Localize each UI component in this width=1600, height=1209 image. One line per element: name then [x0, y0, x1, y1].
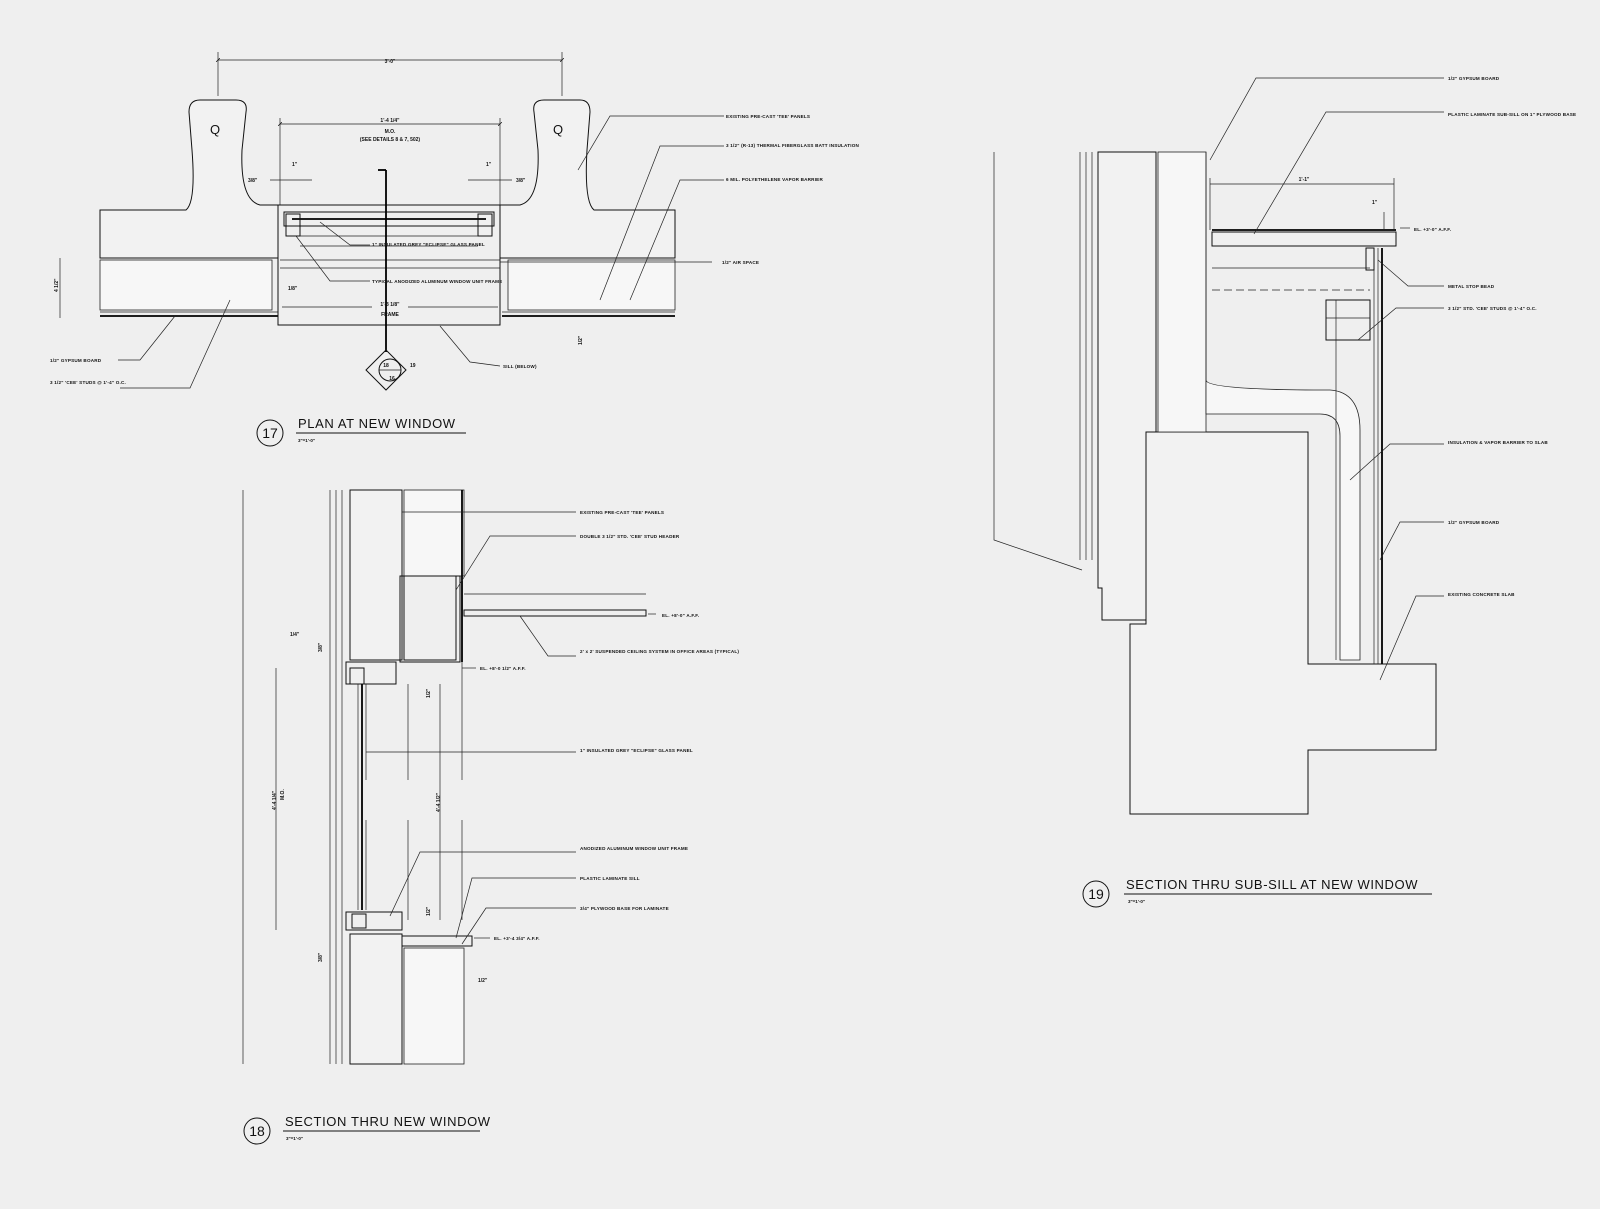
note-19-gypsum-top: 1/2" GYPSUM BOARD	[1448, 76, 1500, 81]
note-19-el: EL. +3'-0" A.F.F.	[1414, 227, 1451, 232]
note-precast-panels: EXISTING PRE-CAST 'TEE' PANELS	[726, 114, 810, 119]
dim-18-a: 1/4"	[290, 632, 300, 638]
detail-number-17: 17	[262, 425, 278, 441]
dim-19-b: 1"	[1372, 200, 1378, 206]
detail-scale-18: 3"=1'-0"	[286, 1136, 303, 1141]
section-marker: 18 19 16	[365, 349, 416, 391]
detail-title-18: SECTION THRU NEW WINDOW	[285, 1114, 491, 1129]
wall-insulation	[1157, 151, 1207, 433]
note-19-subsill: PLASTIC LAMINATE SUB-SILL ON 1" PLYWOOD …	[1448, 112, 1576, 117]
plastic-laminate-sill	[401, 935, 473, 947]
dim-18-b: 3/8"	[318, 642, 324, 652]
note-air-space: 1/2" AIR SPACE	[722, 260, 759, 265]
note-18-el-ceiling: EL. +8'-0" A.F.F.	[662, 613, 699, 618]
title-block-19: 19 SECTION THRU SUB-SILL AT NEW WINDOW 3…	[1082, 877, 1432, 908]
detail-title-17: PLAN AT NEW WINDOW	[298, 416, 456, 431]
batt-insulation-right	[507, 259, 676, 311]
note-19-studs: 3 1/2" STD. 'CEE' STUDS @ 1'-4" O.C.	[1448, 306, 1537, 311]
dim-side-b: 1"	[486, 162, 492, 168]
dim-frame: 1'-3 1/8"	[380, 302, 400, 308]
note-18-glass: 1" INSULATED GREY "ECLIPSE" GLASS PANEL	[580, 748, 693, 753]
note-cee-studs: 3 1/2" 'CEE' STUDS @ 1'-4" O.C.	[50, 380, 126, 385]
overall-dimension: 3'-0"	[218, 52, 562, 96]
suspended-ceiling	[463, 609, 647, 617]
marker-18: 18	[383, 363, 389, 369]
precast-panel-lower	[349, 933, 403, 1065]
stud-header	[403, 575, 457, 661]
dim-18-d: 4'-4 1/4"	[272, 790, 278, 810]
detail-number-19: 19	[1088, 886, 1104, 902]
note-19-slab: EXISTING CONCRETE SLAB	[1448, 592, 1515, 597]
dim-18-c: 1/2"	[426, 688, 432, 698]
note-19-stop-bead: METAL STOP BEAD	[1448, 284, 1495, 289]
note-18-precast: EXISTING PRE-CAST 'TEE' PANELS	[580, 510, 664, 515]
dim-reveal-b: 3/8"	[516, 178, 526, 184]
note-18-el-sill: EL. +3'-4 3/4" A.F.F.	[494, 936, 540, 941]
cee-stud	[1325, 299, 1371, 341]
window-sill-frame	[345, 911, 403, 931]
insulation-to-slab	[1205, 379, 1361, 661]
plastic-laminate-subsill	[1211, 231, 1397, 247]
dim-18-d-note: M.O.	[280, 789, 286, 800]
note-gypsum-board: 1/2" GYPSUM BOARD	[50, 358, 102, 363]
dim-opening-mo: M.O.	[385, 129, 396, 135]
note-18-header: DOUBLE 3 1/2" STD. 'CEE' STUD HEADER	[580, 534, 680, 539]
detail-18-section: 1/4" 3/8" 1/2" 4'-4 1/4" M.O. 4'-4 1/2" …	[242, 489, 739, 1145]
anchor-right: Q	[553, 122, 563, 137]
marker-19: 19	[410, 363, 416, 369]
metal-stop-bead	[1365, 247, 1375, 271]
dim-opening-ref: (SEE DETAILS 8 & 7, 502)	[360, 137, 421, 143]
insulation-lower	[403, 947, 465, 1065]
note-vapor-barrier: 6 MIL. POLYETHELENE VAPOR BARRIER	[726, 177, 823, 182]
dim-opening: 1'-4 1/4"	[380, 118, 400, 124]
dim-18-h: 1/2"	[478, 978, 488, 984]
note-window-frame: TYPICAL ANODIZED ALUMINUM WINDOW UNIT FR…	[372, 279, 502, 284]
note-19-gypsum-bottom: 1/2" GYPSUM BOARD	[1448, 520, 1500, 525]
note-18-laminate-sill: PLASTIC LAMINATE SILL	[580, 876, 640, 881]
detail-19-subsill: 1'-1" 1" 1/2" GYPSUM BOARD PLASTIC LAMIN…	[993, 76, 1576, 908]
note-18-ceiling: 2' x 2' SUSPENDED CEILING SYSTEM IN OFFI…	[580, 649, 739, 654]
existing-concrete-slab	[1129, 431, 1437, 815]
dim-18-e: 4'-4 1/2"	[436, 792, 442, 812]
detail-number-18: 18	[249, 1123, 265, 1139]
dim-small: 1/8"	[288, 286, 298, 292]
detail-scale-17: 3"=1'-0"	[298, 438, 315, 443]
note-19-insulation: INSULATION & VAPOR BARRIER TO SLAB	[1448, 440, 1548, 445]
note-glass-panel: 1" INSULATED GREY "ECLIPSE" GLASS PANEL	[372, 242, 485, 247]
precast-panel	[1097, 151, 1157, 621]
note-batt-insulation: 3 1/2" (R-13) THERMAL FIBERGLASS BATT IN…	[726, 143, 859, 148]
dim-side-a: 1"	[292, 162, 298, 168]
dim-19-a: 1'-1"	[1299, 177, 1310, 183]
note-18-el-head: EL. +8'-0 1/2" A.F.F.	[480, 666, 526, 671]
precast-tee-left	[99, 99, 279, 259]
window-head-frame	[345, 661, 397, 685]
anchor-left: Q	[210, 122, 220, 137]
note-sill-below: SILL (BELOW)	[503, 364, 537, 369]
detail-17-plan: 3'-0" 1'-4 1/4" M.O. (SEE DETAILS 8 & 7,…	[50, 52, 859, 447]
dim-wall: 4 1/2"	[54, 278, 60, 292]
dim-overall: 3'-0"	[385, 59, 396, 65]
precast-tee-right	[499, 99, 676, 259]
dim-sill-depth: 1/2"	[578, 335, 584, 345]
dim-frame-label: FRAME	[381, 312, 399, 318]
window-frame-plan	[277, 204, 501, 326]
note-18-plywood: 3/4" PLYWOOD BASE FOR LAMINATE	[580, 906, 669, 911]
note-18-frame: ANODIZED ALUMINUM WINDOW UNIT FRAME	[580, 846, 688, 851]
dim-18-f: 1/2"	[426, 906, 432, 916]
dim-reveal-a: 3/8"	[248, 178, 258, 184]
dim-18-g: 3/8"	[318, 952, 324, 962]
detail-title-19: SECTION THRU SUB-SILL AT NEW WINDOW	[1126, 877, 1418, 892]
marker-16: 16	[389, 376, 395, 382]
insulation-upper	[403, 489, 465, 577]
title-block-18: 18 SECTION THRU NEW WINDOW 3"=1'-0"	[243, 1114, 491, 1145]
batt-insulation-left	[99, 259, 273, 311]
opening-dimension: 1'-4 1/4" M.O. (SEE DETAILS 8 & 7, 502)	[280, 118, 500, 205]
detail-scale-19: 3"=1'-0"	[1128, 899, 1145, 904]
title-block-17: 17 PLAN AT NEW WINDOW 3"=1'-0"	[256, 416, 466, 447]
precast-panel-upper	[349, 489, 403, 661]
